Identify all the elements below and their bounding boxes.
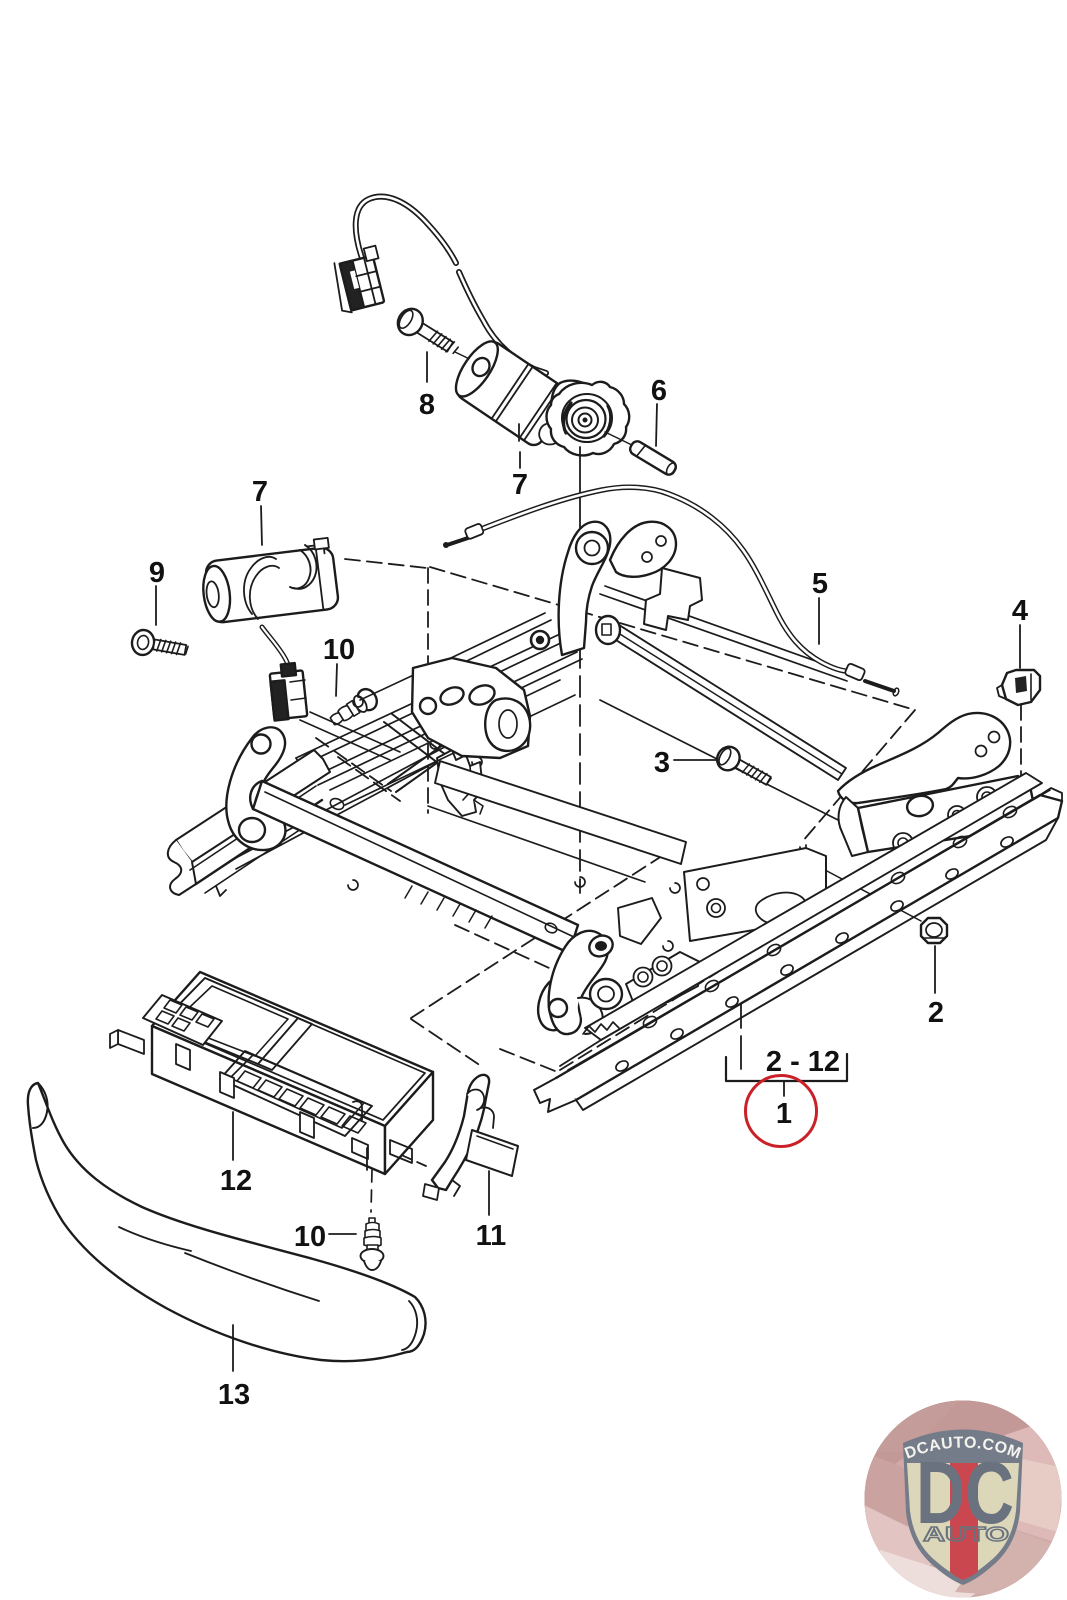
svg-text:3: 3 (654, 747, 670, 779)
svg-text:7: 7 (512, 469, 528, 501)
svg-text:11: 11 (476, 1220, 507, 1252)
svg-text:5: 5 (812, 568, 828, 600)
svg-text:8: 8 (419, 389, 435, 421)
svg-text:1: 1 (776, 1098, 792, 1130)
svg-text:2: 2 (928, 997, 944, 1029)
svg-text:9: 9 (149, 557, 165, 589)
svg-text:7: 7 (252, 476, 268, 508)
svg-text:6: 6 (651, 375, 667, 407)
svg-text:13: 13 (218, 1379, 250, 1411)
svg-text:DC: DC (916, 1443, 1014, 1542)
svg-text:10: 10 (294, 1221, 326, 1253)
svg-text:10: 10 (323, 634, 355, 666)
svg-text:2 - 12: 2 - 12 (766, 1046, 840, 1078)
svg-text:12: 12 (220, 1165, 252, 1197)
svg-text:AUTO: AUTO (923, 1524, 1009, 1546)
svg-text:4: 4 (1012, 595, 1028, 627)
